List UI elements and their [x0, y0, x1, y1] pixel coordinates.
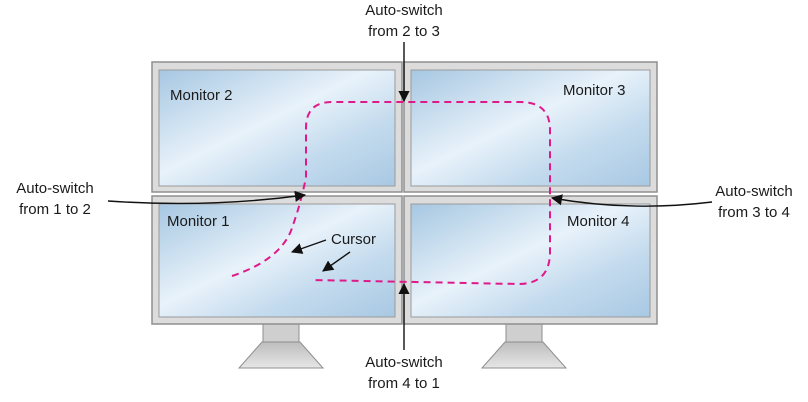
callout-line2: from 1 to 2 — [19, 201, 91, 218]
monitor-4-label: Monitor 4 — [567, 213, 630, 230]
arrow-cursor-lower — [322, 251, 351, 272]
callout-switch-2-to-3: Auto-switch from 2 to 3 — [344, 0, 464, 42]
cursor-label: Cursor — [331, 231, 377, 248]
callout-line1: Auto-switch — [365, 2, 443, 19]
monitor-1-label: Monitor 1 — [167, 213, 230, 230]
arrow-3-to-4 — [550, 194, 713, 207]
arrow-1-to-2 — [107, 190, 307, 205]
callout-line2: from 3 to 4 — [718, 204, 790, 221]
monitor-3-label: Monitor 3 — [563, 82, 626, 99]
screen-monitor-3 — [410, 69, 651, 187]
callout-switch-1-to-2: Auto-switch from 1 to 2 — [0, 178, 110, 220]
monitor-screens — [158, 69, 651, 318]
callout-switch-3-to-4: Auto-switch from 3 to 4 — [700, 181, 808, 223]
screen-monitor-1 — [158, 203, 396, 318]
monitor-2-label: Monitor 2 — [170, 87, 233, 104]
screen-monitor-4 — [410, 203, 651, 318]
callout-line1: Auto-switch — [715, 183, 793, 200]
callout-line2: from 2 to 3 — [368, 23, 440, 40]
monitor-stand-right — [480, 321, 568, 369]
callout-line2: from 4 to 1 — [368, 375, 440, 392]
monitor-stand-left — [237, 321, 325, 369]
callout-line1: Auto-switch — [16, 180, 94, 197]
callout-switch-4-to-1: Auto-switch from 4 to 1 — [344, 352, 464, 394]
screen-monitor-2 — [158, 69, 396, 187]
callout-line1: Auto-switch — [365, 354, 443, 371]
arrow-cursor-upper — [290, 239, 327, 254]
callout-arrows — [107, 42, 713, 350]
